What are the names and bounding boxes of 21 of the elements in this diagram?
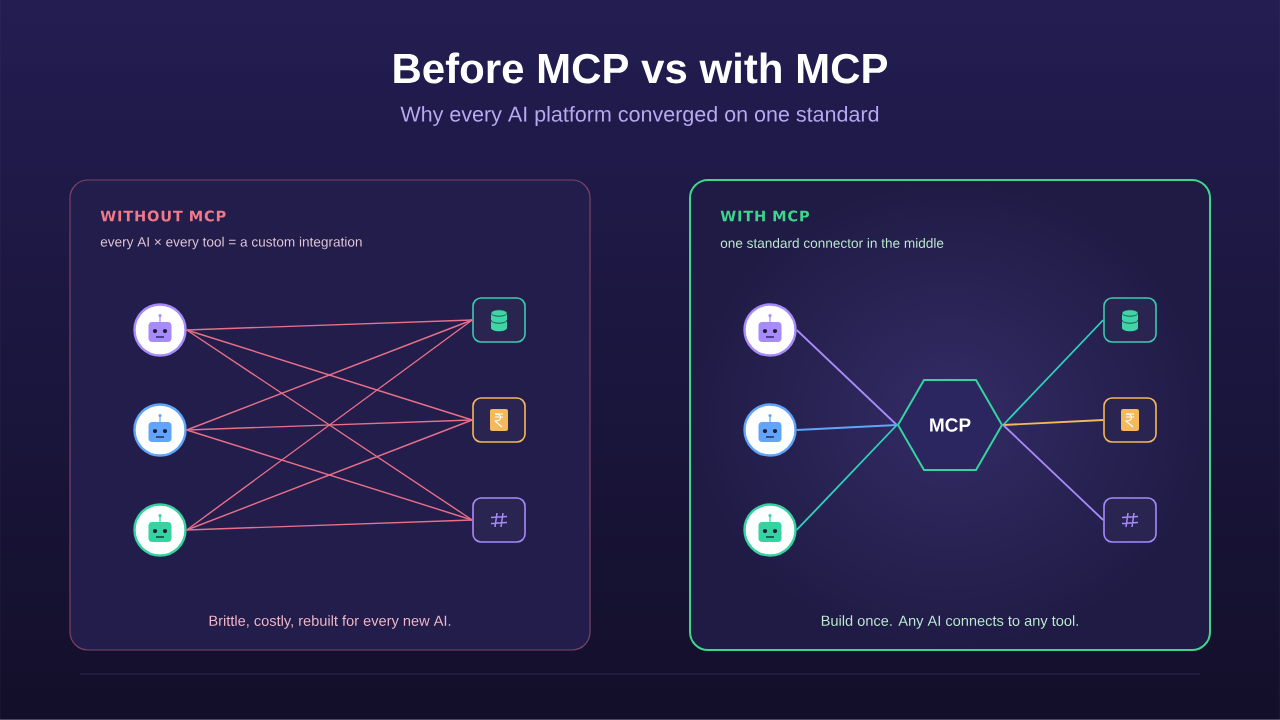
connector-line xyxy=(1002,319,1105,426)
panel-heading: WITHOUT MCP xyxy=(100,210,226,222)
title: Before MCP vs with MCP xyxy=(394,52,888,84)
connector-line xyxy=(186,329,473,421)
connector-line xyxy=(186,319,473,431)
connector-line xyxy=(186,319,473,331)
connector-line xyxy=(1002,419,1105,426)
subtitle: Why every AI platform converged on one standard xyxy=(400,106,879,127)
connector-line xyxy=(186,419,473,531)
panel-caption: Brittle, costly, rebuilt for every new AI. xyxy=(209,615,451,629)
panel-heading: WITH MCP xyxy=(720,210,809,222)
panel-subheading: one standard connector in the middle xyxy=(720,238,944,248)
panel-caption: Build once. Any AI connects to any tool. xyxy=(821,615,1078,629)
panel-subheading: every AI × every tool = a custom integration xyxy=(100,236,362,250)
connector-line xyxy=(795,329,898,426)
connector-line xyxy=(186,519,473,531)
connector-line xyxy=(795,424,898,531)
connector-line xyxy=(186,429,473,521)
connector-line xyxy=(186,419,473,431)
connector-line xyxy=(795,424,898,431)
connector-line xyxy=(1002,424,1105,521)
